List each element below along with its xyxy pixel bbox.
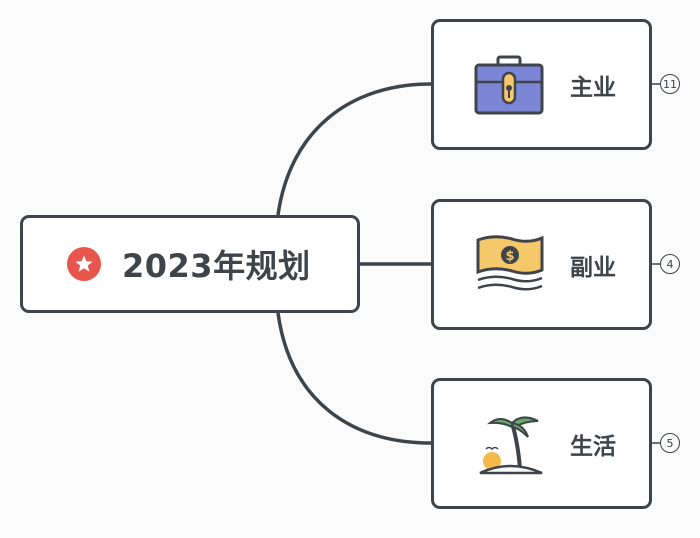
branch-topic-life[interactable]: 生活 (431, 378, 652, 509)
subtopic-count-badge[interactable]: 11 (660, 74, 680, 94)
subtopic-count-badge[interactable]: 5 (660, 433, 680, 453)
briefcase-icon (472, 52, 546, 118)
branch-label: 主业 (570, 74, 616, 101)
branch-label: 副业 (570, 254, 616, 281)
central-topic-title: 2023年规划 (122, 247, 311, 285)
branch-topic-side-job[interactable]: $ 副业 (431, 199, 652, 330)
palm-island-icon (472, 411, 546, 477)
star-icon (67, 247, 101, 281)
central-topic[interactable]: 2023年规划 (20, 215, 360, 313)
connector-to-branch-1 (276, 82, 432, 216)
connector-to-branch-3 (276, 312, 432, 445)
money-icon: $ (472, 232, 546, 298)
svg-text:$: $ (505, 249, 514, 264)
branch-label: 生活 (570, 433, 616, 460)
branch-topic-main-job[interactable]: 主业 (431, 19, 652, 150)
subtopic-count-badge[interactable]: 4 (660, 254, 680, 274)
